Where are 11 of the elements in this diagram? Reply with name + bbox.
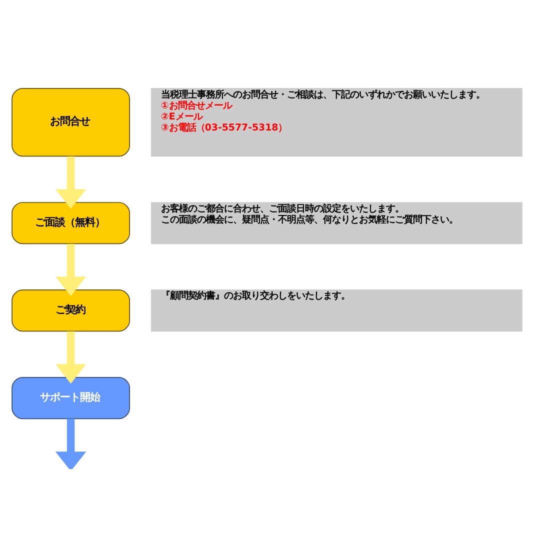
- arrow: [55, 243, 86, 296]
- node-box: 『顧問契約書』のお取り交わしをいたします。: [151, 289, 522, 332]
- node-box: お客様のご都合に合わせ、ご面談日時の設定をいたします。 この面談の機会に、疑問点・不明点等、何なりとお気軽にご質問下さい。: [151, 202, 522, 244]
- node-box: お問合せ: [12, 88, 130, 156]
- arrow: [55, 330, 86, 384]
- node-box: ご契約: [12, 289, 130, 332]
- node-box: サポート開始: [12, 376, 130, 419]
- node-box: ご面談（無料）: [12, 202, 130, 244]
- arrow: [55, 418, 86, 468]
- arrow: [55, 156, 86, 208]
- node-box: 当税理士事務所へのお問合せ・ご相談は、下記のいずれかでお願いいたします。 ①お問合せメール ②Eメール ③お電話（03-5577-5318）: [151, 88, 522, 156]
